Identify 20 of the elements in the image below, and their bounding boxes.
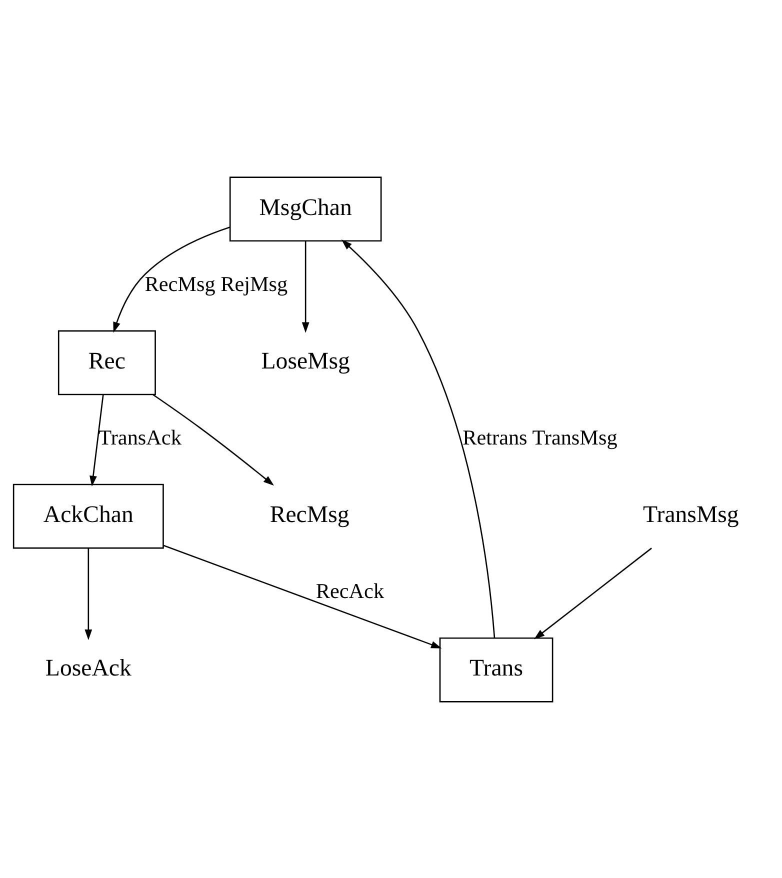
edge-label: Retrans TransMsg [462,425,618,450]
arrow [113,226,230,332]
arrow [163,544,442,648]
edge-label: RecAck [316,578,384,603]
node-box: Rec [58,330,156,395]
edge-label: RecMsg RejMsg [144,271,288,296]
arrow [534,547,652,639]
arrow [341,239,496,638]
node-box: AckChan [12,483,164,548]
arrow [302,240,310,332]
node-text: TransMsg [643,502,739,528]
arrow [84,548,92,640]
node-text: LoseMsg [261,348,350,374]
node-box: Trans [439,636,554,702]
node-text: RecMsg [270,502,350,528]
node-text: LoseAck [45,655,132,682]
node-box: MsgChan [229,176,382,242]
arrow [152,394,274,486]
edge-label: TransAck [98,425,182,450]
arrow [90,394,104,486]
